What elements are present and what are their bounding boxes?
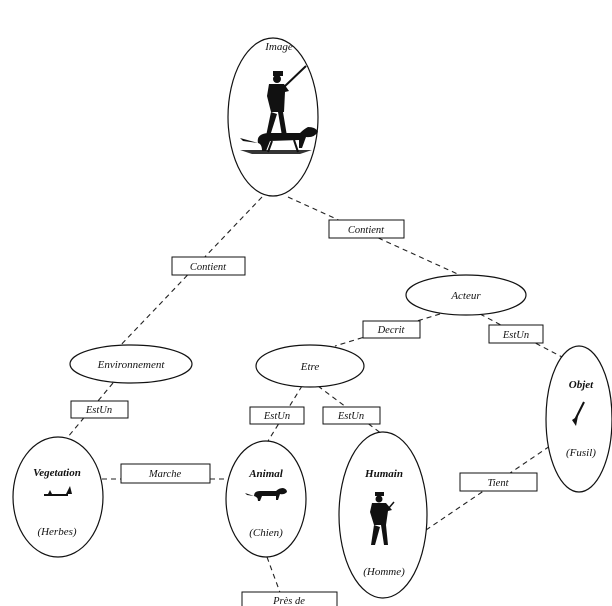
node-etre-shape bbox=[255, 344, 365, 388]
edge-etre-animal bbox=[267, 385, 303, 442]
edge-label-acteur-objet: EstUn bbox=[488, 324, 544, 344]
hunter-dog-illustration bbox=[240, 65, 318, 154]
edge-label-animal-humain-text: Près de bbox=[272, 596, 305, 606]
edge-label-vegetation-animal: Marche bbox=[120, 463, 211, 484]
edge-label-acteur-etre: Decrit bbox=[362, 320, 421, 339]
node-acteur-shape bbox=[405, 274, 527, 316]
node-vegetation-label: Vegetation bbox=[33, 467, 81, 479]
node-vegetation-sub: (Herbes) bbox=[37, 526, 76, 538]
grass-illustration bbox=[44, 486, 72, 496]
node-environnement-label: Environnement bbox=[97, 359, 166, 371]
node-etre: Etre bbox=[255, 344, 365, 388]
node-animal-sub: (Chien) bbox=[249, 527, 283, 539]
edge-label-vegetation-animal-text: Marche bbox=[148, 469, 182, 480]
node-objet-shape bbox=[545, 345, 612, 493]
node-environnement: Environnement bbox=[69, 344, 193, 384]
node-acteur-label: Acteur bbox=[450, 290, 481, 302]
edge-label-acteur-objet-text: EstUn bbox=[502, 330, 529, 341]
edge-label-etre-animal-text: EstUn bbox=[263, 411, 290, 422]
node-objet-label: Objet bbox=[569, 379, 594, 391]
node-humain-label: Humain bbox=[364, 468, 403, 480]
node-objet-sub: (Fusil) bbox=[566, 447, 596, 459]
edges bbox=[61, 196, 563, 606]
edge-label-etre-humain: EstUn bbox=[322, 406, 381, 425]
node-image: Image bbox=[227, 37, 319, 197]
edge-label-etre-animal: EstUn bbox=[249, 406, 305, 425]
node-vegetation: Vegetation (Herbes) bbox=[12, 436, 104, 558]
edge-label-image-acteur: Contient bbox=[328, 219, 405, 239]
node-animal-label: Animal bbox=[248, 468, 284, 480]
edge-label-image-environnement-text: Contient bbox=[190, 262, 227, 273]
node-humain: Humain (Homme) bbox=[338, 431, 428, 599]
node-humain-sub: (Homme) bbox=[363, 566, 405, 578]
edge-image-acteur bbox=[287, 196, 463, 277]
edge-label-environnement-vegetation-text: EstUn bbox=[85, 405, 112, 416]
edge-label-etre-humain-text: EstUn bbox=[337, 411, 364, 422]
dog-illustration bbox=[245, 488, 287, 501]
node-acteur: Acteur bbox=[405, 274, 527, 316]
edge-label-humain-objet-text: Tient bbox=[487, 478, 509, 489]
node-vegetation-shape bbox=[12, 436, 104, 558]
edge-label-animal-humain: Près de bbox=[241, 591, 338, 606]
edge-label-environnement-vegetation: EstUn bbox=[70, 400, 129, 419]
man-illustration bbox=[370, 492, 395, 545]
node-animal: Animal (Chien) bbox=[225, 440, 307, 558]
edge-image-environnement bbox=[117, 196, 263, 349]
node-etre-label: Etre bbox=[300, 361, 320, 373]
edge-label-humain-objet: Tient bbox=[459, 472, 538, 492]
node-environnement-shape bbox=[69, 344, 193, 384]
edge-label-image-environnement: Contient bbox=[171, 256, 246, 276]
edge-label-image-acteur-text: Contient bbox=[348, 225, 385, 236]
node-animal-shape bbox=[225, 440, 307, 558]
node-objet: Objet (Fusil) bbox=[545, 345, 612, 493]
rifle-illustration bbox=[572, 401, 585, 426]
edge-label-acteur-etre-text: Decrit bbox=[377, 325, 406, 336]
node-image-label: Image bbox=[264, 41, 293, 53]
